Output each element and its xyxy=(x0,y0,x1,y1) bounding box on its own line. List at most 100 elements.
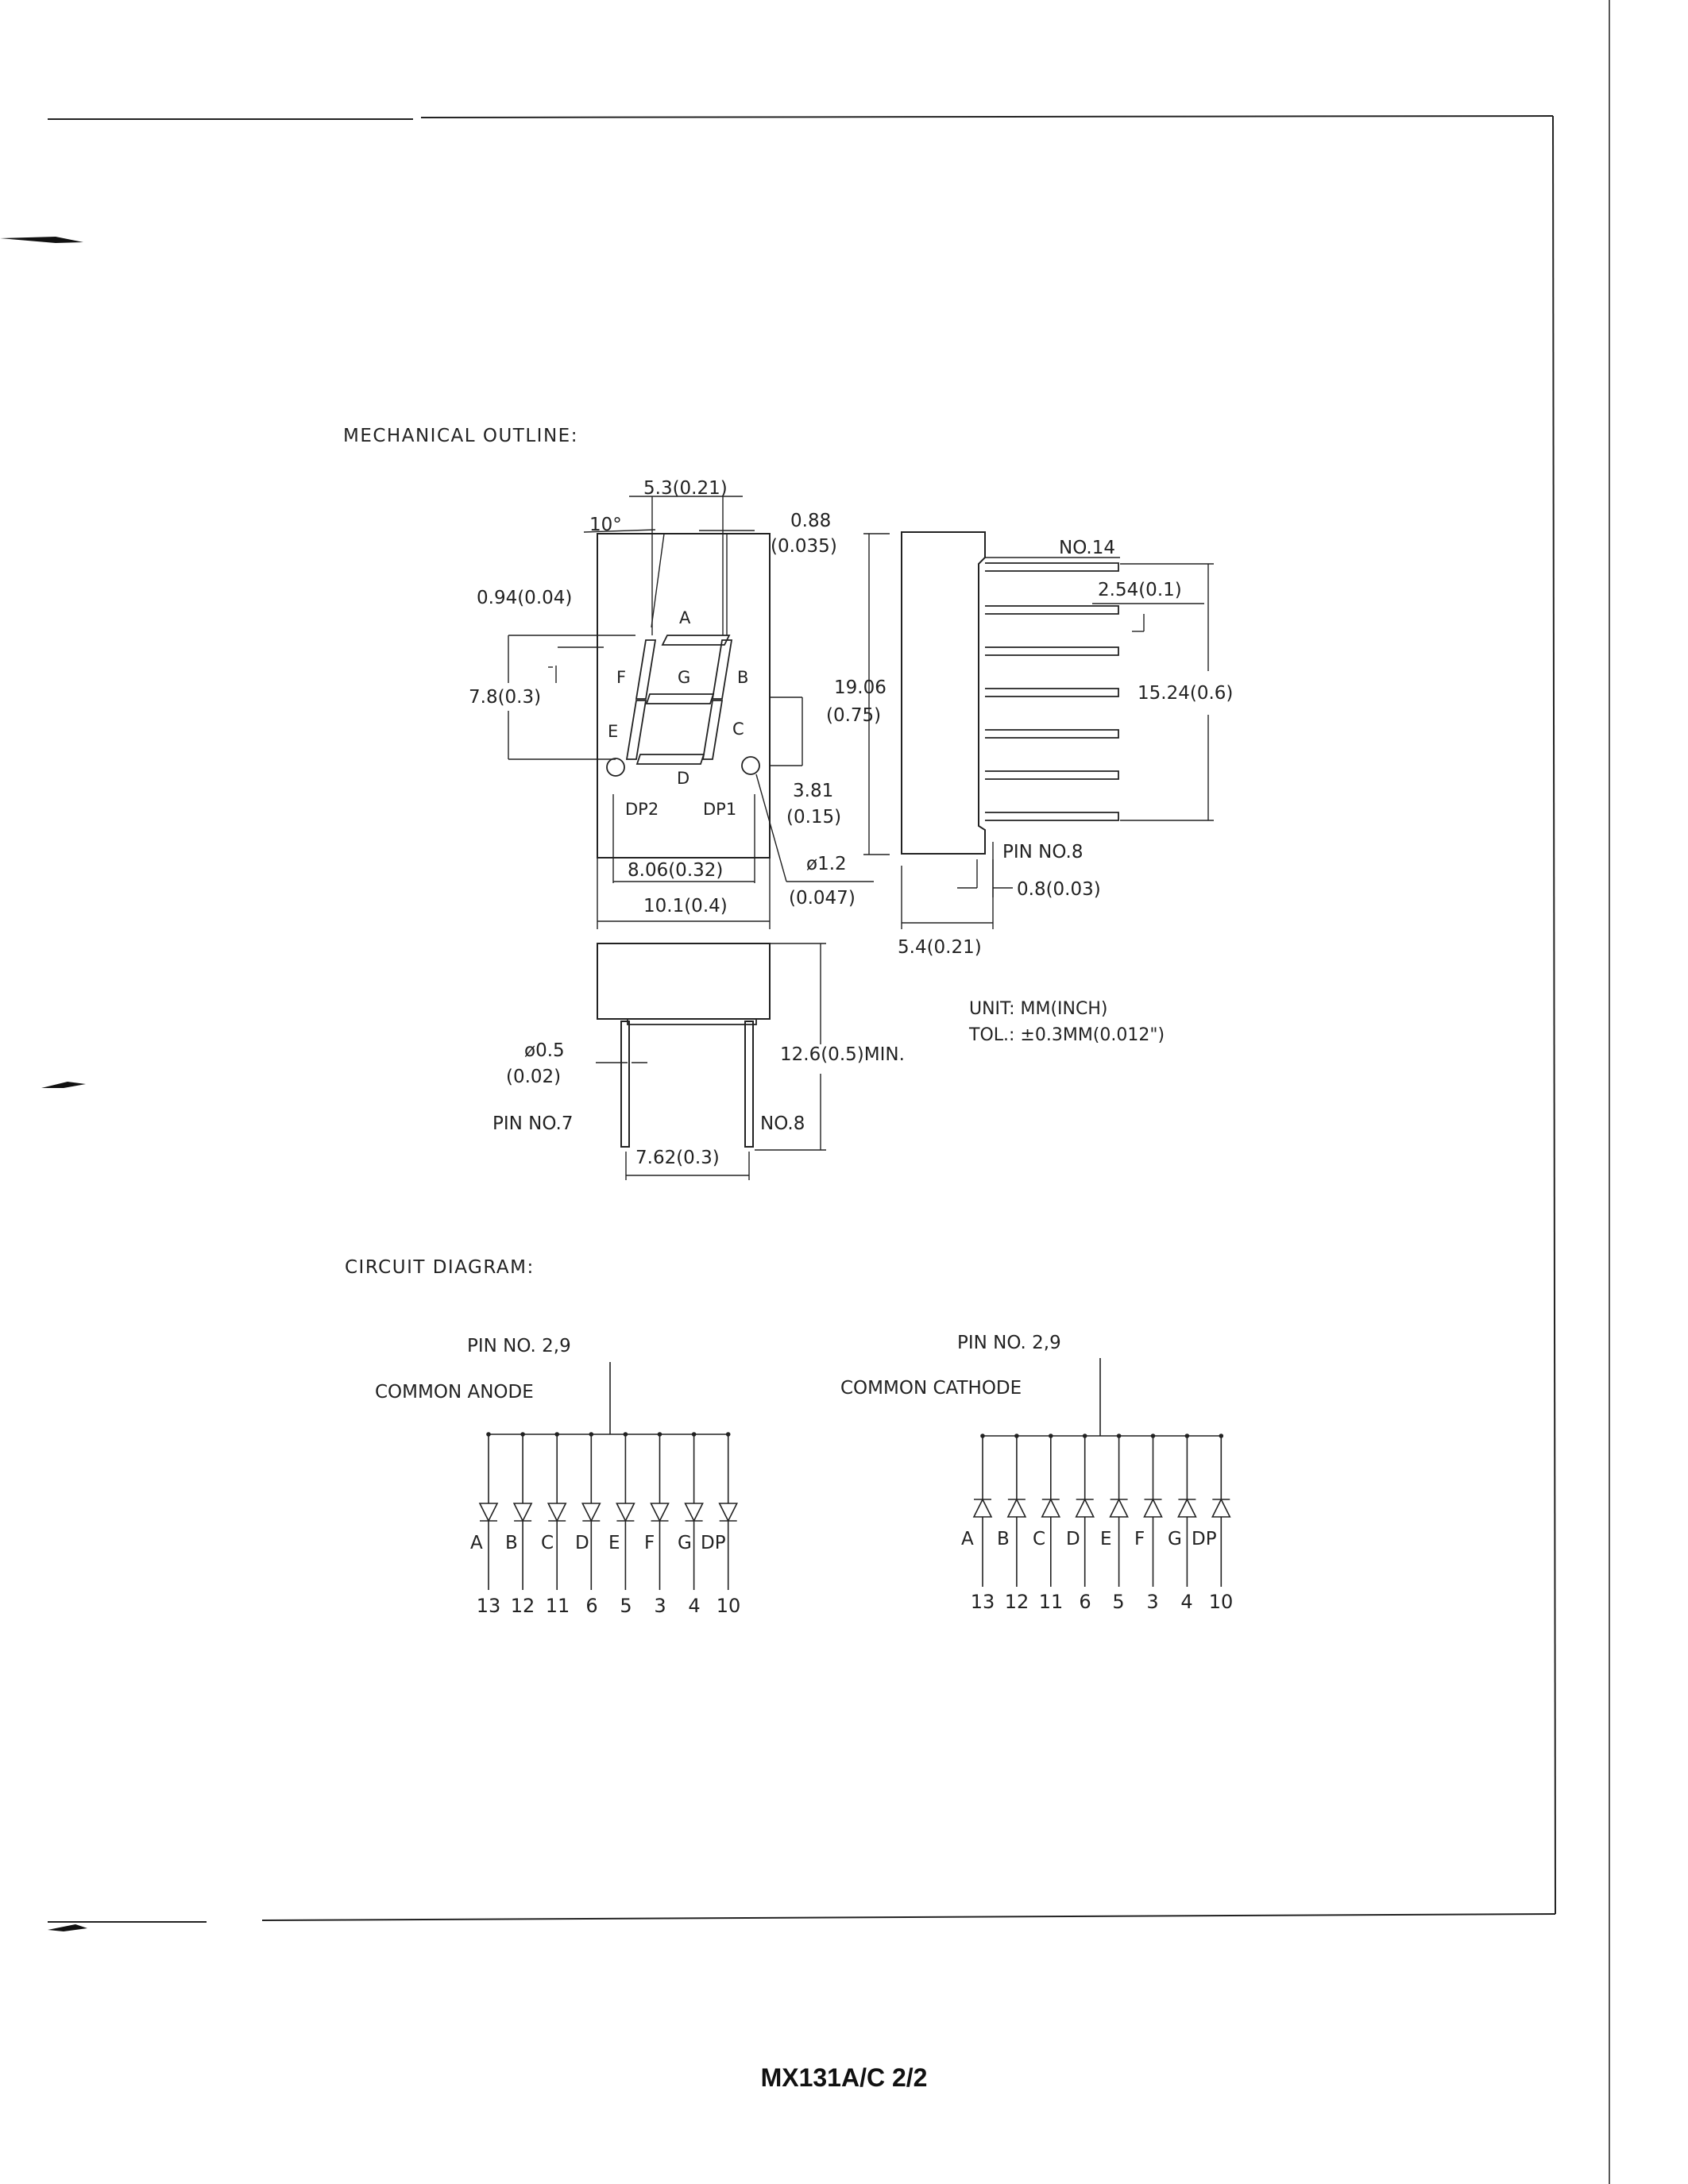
ca-pin-e: 5 xyxy=(620,1595,632,1617)
ca-segment-g: G xyxy=(678,1533,692,1553)
cc-diode-3 xyxy=(1041,1433,1061,1587)
side-pins xyxy=(985,562,1119,821)
dim-segment-stroke: 0.94(0.04) xyxy=(477,588,572,608)
bottom-dimension-lines xyxy=(596,943,826,1180)
cc-segment-b: B xyxy=(997,1529,1010,1549)
segment-c xyxy=(701,700,724,760)
label-pin-14: NO.14 xyxy=(1059,538,1115,558)
label-segment-g: G xyxy=(678,668,690,687)
common-cathode-circuit: PIN NO. 2,9 COMMON CATHODE A B C D E F G… xyxy=(840,1333,1233,1613)
decimal-point-1 xyxy=(741,756,760,775)
segment-f xyxy=(635,639,657,700)
cc-diode-5 xyxy=(1109,1433,1129,1587)
dim-depth: 5.4(0.21) xyxy=(898,937,982,958)
display-body-outline xyxy=(597,533,771,859)
cc-pin-a: 13 xyxy=(971,1591,995,1613)
dim-angle: 10° xyxy=(589,515,622,535)
decimal-point-2 xyxy=(606,758,625,777)
dim-dp-gap-mm: 0.88 xyxy=(790,511,831,531)
common-anode-pin-numbers: 13 12 11 6 5 3 4 10 xyxy=(477,1595,741,1617)
dim-body-height-inch: (0.75) xyxy=(826,705,881,726)
ca-segment-c: C xyxy=(541,1533,554,1553)
circuit-diagram-title: CIRCUIT DIAGRAM: xyxy=(345,1257,535,1278)
cc-pin-f: 3 xyxy=(1146,1591,1158,1613)
cc-diode-4 xyxy=(1075,1433,1095,1587)
mechanical-outline-title: MECHANICAL OUTLINE: xyxy=(343,426,578,446)
ca-diode-8 xyxy=(718,1432,738,1590)
cc-diode-7 xyxy=(1177,1433,1197,1587)
ca-diode-3 xyxy=(547,1432,567,1590)
side-view: NO.14 2.54(0.1) 15.24(0.6) PIN NO.8 0.8(… xyxy=(898,531,1233,958)
bottom-base xyxy=(627,1019,757,1025)
front-dimension-lines xyxy=(508,496,890,929)
ca-pin-f: 3 xyxy=(654,1595,666,1617)
ca-segment-e: E xyxy=(608,1533,620,1553)
tolerance-note: TOL.: ±0.3MM(0.012") xyxy=(968,1025,1165,1045)
cc-segment-a: A xyxy=(961,1529,974,1549)
ca-diode-6 xyxy=(650,1432,670,1590)
segment-b xyxy=(711,639,733,700)
ca-segment-f: F xyxy=(644,1533,655,1553)
dim-body-width: 10.1(0.4) xyxy=(643,896,728,916)
label-segment-f: F xyxy=(616,668,626,687)
label-bottom-pin-8: NO.8 xyxy=(760,1113,805,1134)
bottom-pins xyxy=(620,1021,754,1148)
cc-segment-d: D xyxy=(1066,1529,1080,1549)
ca-diode-2 xyxy=(512,1432,533,1590)
segment-e xyxy=(625,700,647,760)
page-footer: MX131A/C 2/2 xyxy=(760,2063,928,2092)
label-dp1: DP1 xyxy=(703,800,736,819)
label-side-pin-8: PIN NO.8 xyxy=(1002,842,1083,862)
cc-pin-d: 6 xyxy=(1079,1591,1091,1613)
segment-g xyxy=(645,693,715,704)
segment-a xyxy=(661,635,731,646)
dim-dp-gap-inch: (0.035) xyxy=(771,536,837,557)
label-segment-b: B xyxy=(737,668,748,687)
dim-body-height-mm: 19.06 xyxy=(834,677,886,698)
cc-diode-1 xyxy=(972,1433,993,1587)
common-cathode-pin-numbers: 13 12 11 6 5 3 4 10 xyxy=(971,1591,1234,1613)
common-anode-segment-labels: A B C D E F G DP xyxy=(470,1533,726,1553)
cc-pin-b: 12 xyxy=(1005,1591,1029,1613)
common-cathode-pin-label: PIN NO. 2,9 xyxy=(957,1333,1061,1353)
common-cathode-title: COMMON CATHODE xyxy=(840,1378,1022,1399)
common-anode-diodes xyxy=(478,1432,738,1590)
dim-dp-diameter: ø1.2 xyxy=(806,854,847,874)
dim-digit-height: 7.8(0.3) xyxy=(469,687,541,708)
unit-note: UNIT: MM(INCH) xyxy=(969,999,1107,1019)
label-segment-d: D xyxy=(677,769,689,788)
cc-segment-e: E xyxy=(1100,1529,1112,1549)
ca-pin-g: 4 xyxy=(688,1595,700,1617)
ca-diode-4 xyxy=(581,1432,601,1590)
common-cathode-wiring xyxy=(981,1358,1221,1437)
common-anode-wiring xyxy=(489,1362,728,1435)
cc-pin-g: 4 xyxy=(1180,1591,1192,1613)
cc-pin-c: 11 xyxy=(1039,1591,1064,1613)
ca-pin-dp: 10 xyxy=(717,1595,741,1617)
side-dimension-lines xyxy=(901,557,1214,929)
label-segment-a: A xyxy=(679,608,691,627)
ca-pin-d: 6 xyxy=(585,1595,597,1617)
dim-inner-width: 8.06(0.32) xyxy=(628,860,723,881)
seven-segment-outline xyxy=(606,635,760,777)
ca-segment-b: B xyxy=(505,1533,518,1553)
dim-pin-diameter: ø0.5 xyxy=(524,1040,565,1061)
common-anode-circuit: PIN NO. 2,9 COMMON ANODE A B C D E F G D… xyxy=(375,1336,740,1617)
dim-lead-width: 0.8(0.03) xyxy=(1017,879,1101,900)
cc-segment-f: F xyxy=(1134,1529,1145,1549)
page-frame xyxy=(48,0,1610,2184)
dim-pin-diameter-inch: (0.02) xyxy=(506,1067,561,1087)
cc-diode-6 xyxy=(1143,1433,1163,1587)
dim-row-spacing: 7.62(0.3) xyxy=(635,1148,720,1168)
cc-diode-8 xyxy=(1211,1433,1231,1587)
ca-segment-a: A xyxy=(470,1533,483,1553)
dim-dp-offset-inch: (0.15) xyxy=(786,807,841,828)
ca-pin-c: 11 xyxy=(546,1595,570,1617)
bottom-body-outline xyxy=(597,943,771,1020)
segment-d xyxy=(635,754,705,765)
front-view: A B C D E F G DP2 DP1 xyxy=(469,478,890,929)
common-cathode-diodes xyxy=(972,1433,1231,1587)
cc-segment-dp: DP xyxy=(1192,1529,1217,1549)
common-anode-title: COMMON ANODE xyxy=(375,1382,534,1403)
